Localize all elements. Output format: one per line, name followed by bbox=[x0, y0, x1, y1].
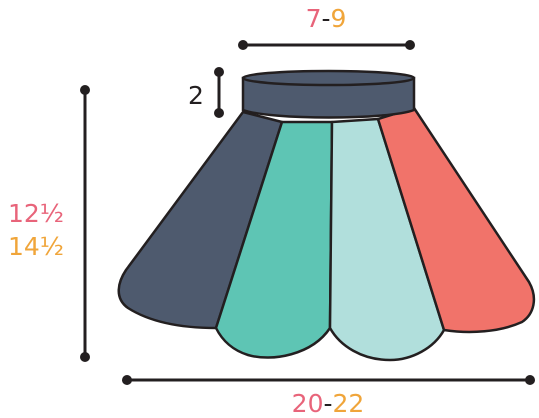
top-width-label: 7-9 bbox=[306, 4, 347, 33]
top-width-separator: - bbox=[321, 4, 330, 33]
bottom-width-label: 20-22 bbox=[292, 389, 365, 418]
top-width-end-right bbox=[405, 40, 415, 50]
height-dimension: 12½ 14½ bbox=[8, 85, 90, 362]
height-size-b: 14½ bbox=[8, 232, 64, 261]
bottom-width-separator: - bbox=[323, 389, 332, 418]
shade-panel-light-teal bbox=[328, 117, 446, 362]
top-width-size-a: 7 bbox=[306, 4, 322, 33]
bottom-width-end-left bbox=[122, 375, 132, 385]
height-end-bottom bbox=[80, 352, 90, 362]
band-height-label: 2 bbox=[188, 81, 204, 110]
band-height-dimension: 2 bbox=[188, 67, 224, 118]
height-size-a: 12½ bbox=[8, 199, 64, 228]
shade-panel-slate bbox=[117, 110, 284, 330]
band-top-rim bbox=[241, 69, 416, 87]
bottom-width-end-right bbox=[525, 375, 535, 385]
height-end-top bbox=[80, 85, 90, 95]
top-width-dimension: 7-9 bbox=[238, 4, 415, 50]
shade-panel-teal bbox=[214, 120, 334, 359]
bottom-width-size-b: 22 bbox=[333, 389, 365, 418]
band-height-end-bottom bbox=[214, 108, 224, 118]
top-band bbox=[241, 69, 416, 119]
top-width-end-left bbox=[238, 40, 248, 50]
band-height-end-top bbox=[214, 67, 224, 77]
shade-panel-coral bbox=[376, 106, 536, 334]
band-body bbox=[241, 76, 416, 119]
lampshade-body bbox=[117, 106, 536, 362]
bottom-width-size-a: 20 bbox=[292, 389, 324, 418]
top-width-size-b: 9 bbox=[331, 4, 347, 33]
bottom-width-dimension: 20-22 bbox=[122, 375, 535, 418]
